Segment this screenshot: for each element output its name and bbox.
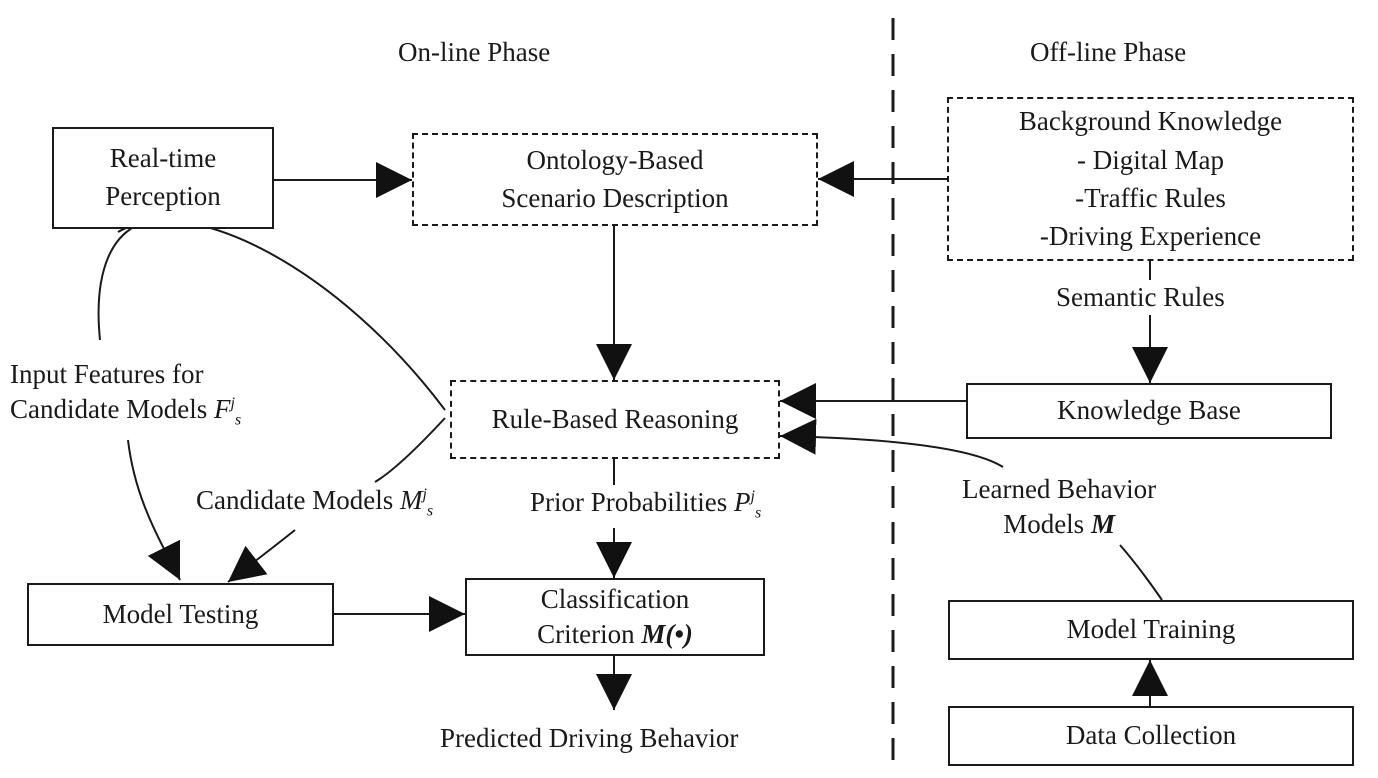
background-line3: -Traffic Rules	[1075, 183, 1226, 213]
input-features-line1: Input Features for	[10, 359, 204, 389]
learned-symbol: M	[1090, 509, 1115, 540]
background-line1: Background Knowledge	[1018, 106, 1283, 137]
classification-criterion-box: Classification Criterion M(•)	[465, 578, 765, 656]
data-collection-line1: Data Collection	[1065, 720, 1237, 751]
edge-learned-to-rule	[779, 418, 1004, 468]
input-features-label: Input Features for Candidate Models Fjs	[10, 357, 241, 431]
realtime-line2: Perception	[105, 181, 221, 211]
candidate-models-sub: s	[426, 502, 434, 520]
realtime-perception-box: Real-time Perception	[52, 127, 274, 229]
knowledge-base-box: Knowledge Base	[966, 383, 1332, 439]
knowledge-line1: Knowledge Base	[1057, 395, 1241, 426]
realtime-line1: Real-time	[109, 143, 217, 174]
prior-probabilities-sup: j	[750, 488, 755, 505]
edge-realtime-to-rule-curve	[97, 218, 181, 341]
prior-probabilities-symbol: P	[734, 487, 751, 517]
classification-line2-wrap: Criterion M(•)	[537, 617, 693, 652]
prior-probabilities-sub: s	[754, 504, 762, 522]
background-line2: - Digital Map	[1077, 144, 1224, 175]
edge-candidate-to-testing	[227, 529, 296, 583]
rule-based-reasoning-box: Rule-Based Reasoning	[450, 380, 780, 459]
prior-probabilities-text: Prior Probabilities	[530, 487, 728, 517]
offline-phase-title: Off-line Phase	[1030, 37, 1187, 67]
learned-models-label: Learned Behavior Models M	[962, 472, 1156, 542]
model-testing-box: Model Testing	[27, 583, 334, 646]
input-features-sup: j	[230, 395, 235, 413]
input-features-line2: Candidate Models	[10, 394, 208, 425]
ontology-line2: Scenario Description	[501, 182, 729, 213]
learned-line2: Models	[1003, 509, 1085, 540]
model-testing-line1: Model Testing	[102, 598, 259, 629]
candidate-models-symbol: M	[399, 485, 423, 515]
data-collection-box: Data Collection	[948, 706, 1354, 766]
input-features-sub: s	[234, 411, 242, 429]
edge-rule-to-candidate	[374, 417, 446, 483]
ontology-line1: Ontology-Based	[526, 144, 704, 175]
edge-input-to-testing	[127, 439, 181, 581]
classification-line1: Classification	[540, 583, 690, 614]
ontology-scenario-box: Ontology-Based Scenario Description	[412, 133, 818, 226]
candidate-models-text: Candidate Models	[196, 485, 394, 515]
model-training-box: Model Training	[948, 600, 1354, 660]
semantic-rules-label: Semantic Rules	[1052, 281, 1229, 315]
online-phase-title: On-line Phase	[398, 37, 551, 67]
classification-line2: Criterion	[537, 619, 635, 649]
model-training-line1: Model Training	[1066, 614, 1236, 645]
classification-symbol: M(•)	[641, 619, 693, 649]
predicted-behavior-label: Predicted Driving Behavior	[440, 723, 739, 753]
background-line4: -Driving Experience	[1039, 221, 1262, 252]
input-features-symbol: F	[213, 394, 231, 425]
learned-line1: Learned Behavior	[962, 474, 1157, 504]
candidate-models-label: Candidate Models Mjs	[196, 484, 433, 521]
prior-probabilities-label: Prior Probabilities Pjs	[528, 486, 764, 524]
candidate-models-sup: j	[422, 486, 427, 503]
rule-line1: Rule-Based Reasoning	[491, 403, 739, 434]
edge-training-to-learned	[1119, 544, 1163, 601]
background-knowledge-box: Background Knowledge - Digital Map -Traf…	[947, 97, 1354, 261]
